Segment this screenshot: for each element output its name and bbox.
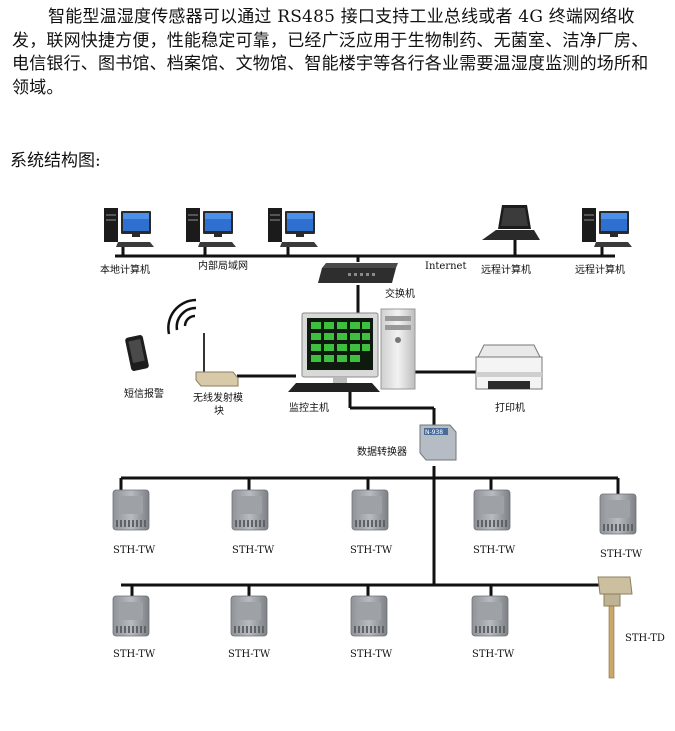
data-converter-icon: N-938 <box>419 424 457 461</box>
switch-icon <box>318 263 398 283</box>
wireless-module-label-2: 块 <box>214 405 224 417</box>
local-computer-icon <box>104 208 154 247</box>
sensor-icon <box>471 595 509 637</box>
wireless-module-icon <box>195 333 239 387</box>
monitor-host-label: 监控主机 <box>289 401 329 414</box>
monitor-host-icon <box>288 308 416 392</box>
sensor-label: STH-TW <box>228 649 271 660</box>
sensor-label: STH-TW <box>113 649 156 660</box>
sensor-icon <box>231 489 269 531</box>
remote-pc-label-1: 远程计算机 <box>481 263 531 276</box>
sensor-label: STH-TW <box>350 545 393 556</box>
sensor-icon <box>230 595 268 637</box>
intro-paragraph: 智能型温湿度传感器可以通过 RS485 接口支持工业总线或者 4G 终端网络收发… <box>12 6 662 100</box>
converter-badge: N-938 <box>425 429 443 436</box>
probe-sensor-label: STH-TD <box>625 633 665 644</box>
sensor-icon <box>112 595 150 637</box>
sensor-label: STH-TW <box>113 545 156 556</box>
intro-text: 智能型温湿度传感器可以通过 RS485 接口支持工业总线或者 4G 终端网络收发… <box>12 7 649 98</box>
probe-sensor-icon <box>597 576 633 679</box>
section-heading: 系统结构图: <box>10 151 101 171</box>
lan-label: 内部局域网 <box>198 259 248 272</box>
printer-icon <box>475 344 543 390</box>
internet-label: Internet <box>425 261 466 272</box>
sensor-icon <box>350 595 388 637</box>
sensor-icon <box>473 489 511 531</box>
switch-label: 交换机 <box>385 287 415 300</box>
local-pc-label: 本地计算机 <box>100 263 150 276</box>
lan-computer-icon <box>186 208 236 247</box>
wireless-module-label-1: 无线发射模 <box>193 391 243 404</box>
sms-alarm-label: 短信报警 <box>124 387 164 400</box>
converter-label: 数据转换器 <box>357 445 407 458</box>
network-wiring <box>115 240 620 596</box>
lan-computer-icon-2 <box>268 208 318 247</box>
phone-icon <box>125 335 149 371</box>
sensor-label: STH-TW <box>473 545 516 556</box>
sensor-label: STH-TW <box>472 649 515 660</box>
sensor-label: STH-TW <box>232 545 275 556</box>
wireless-signal-icon <box>167 298 197 335</box>
sensor-label: STH-TW <box>350 649 393 660</box>
remote-computer-icon-2 <box>582 208 632 247</box>
remote-pc-label-2: 远程计算机 <box>575 263 625 276</box>
sensor-icon <box>351 489 389 531</box>
sensor-label: STH-TW <box>600 549 643 560</box>
sensor-icon <box>112 489 150 531</box>
remote-laptop-icon <box>482 205 540 240</box>
printer-label: 打印机 <box>495 401 525 414</box>
sensor-icon <box>599 493 637 535</box>
